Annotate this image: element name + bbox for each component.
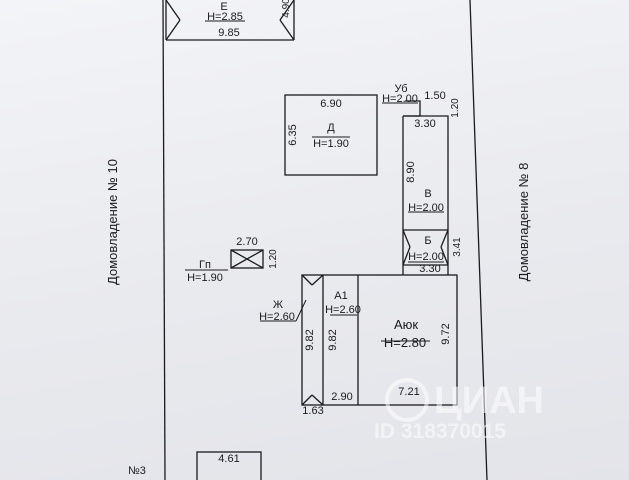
building-v-b bbox=[402, 115, 449, 275]
building-ayuk-bottom: 7.21 bbox=[398, 386, 419, 398]
building-gp-width: 2.70 bbox=[236, 236, 257, 248]
plot-boundary-left bbox=[162, 0, 166, 480]
building-ub-width: 1.50 bbox=[424, 90, 445, 102]
building-gp-name: Гп bbox=[199, 259, 211, 271]
building-ayuk-height: Н=2.80 bbox=[384, 335, 426, 350]
watermark-id: ID 318370015 bbox=[374, 420, 506, 443]
building-a1-side: 9.82 bbox=[327, 329, 339, 350]
building-zh-side: 9.82 bbox=[304, 329, 316, 350]
building-e-width: 9.85 bbox=[218, 27, 239, 39]
building-zh-bottom: 1.63 bbox=[302, 405, 323, 417]
building-ub-side: 1.20 bbox=[450, 98, 461, 118]
building-d-name: Д bbox=[327, 122, 335, 134]
building-b-side: 3.41 bbox=[452, 237, 463, 257]
neighbor-right-label: Домовладение № 8 bbox=[516, 163, 531, 282]
building-main bbox=[260, 274, 458, 406]
building-b-width: 3.30 bbox=[419, 263, 440, 275]
building-gp-side: 1.20 bbox=[268, 249, 279, 269]
building-bottom-width: 4.61 bbox=[218, 453, 239, 465]
building-v-height: Н=2.00 bbox=[408, 202, 444, 214]
building-e bbox=[165, 0, 295, 41]
building-v-side: 8.90 bbox=[405, 161, 417, 182]
building-ub-height: Н=2.00 bbox=[382, 93, 418, 105]
building-ayuk-side: 9.72 bbox=[440, 323, 452, 344]
building-a1-height: Н=2.60 bbox=[325, 304, 361, 316]
neighbor-left-label: Домовладение № 10 bbox=[105, 159, 120, 285]
building-a1-bottom: 2.90 bbox=[331, 391, 352, 403]
building-zh-height: Н=2.60 bbox=[259, 311, 295, 323]
building-gp bbox=[185, 249, 264, 271]
building-v-name: В bbox=[424, 188, 431, 200]
building-e-side: 4.90 bbox=[281, 0, 292, 18]
building-d bbox=[284, 94, 378, 176]
watermark-brand: ЦИАН bbox=[434, 380, 544, 422]
building-ayuk-name: Аюк bbox=[394, 317, 418, 332]
building-zh-name: Ж bbox=[273, 299, 283, 311]
building-a1-name: А1 bbox=[334, 290, 347, 302]
building-b-height: Н=2.00 bbox=[408, 251, 444, 263]
building-d-height: Н=1.90 bbox=[313, 138, 349, 150]
plot-boundary-right bbox=[469, 0, 488, 480]
building-e-name: Е bbox=[220, 1, 227, 13]
building-e-height: Н=2.85 bbox=[207, 11, 243, 23]
building-v-width: 3.30 bbox=[414, 118, 435, 130]
building-d-width: 6.90 bbox=[320, 98, 341, 110]
building-b-name: Б bbox=[424, 235, 431, 247]
cian-watermark: ЦИАН ID 318370015 bbox=[374, 378, 544, 443]
neighbor-bottom-label: №3 bbox=[128, 465, 146, 477]
building-d-side: 6.35 bbox=[287, 124, 299, 145]
cian-logo-icon bbox=[385, 378, 429, 422]
building-gp-height: Н=1.90 bbox=[187, 272, 223, 284]
building-bottom bbox=[196, 451, 262, 480]
building-ub-name: Уб bbox=[394, 83, 407, 95]
